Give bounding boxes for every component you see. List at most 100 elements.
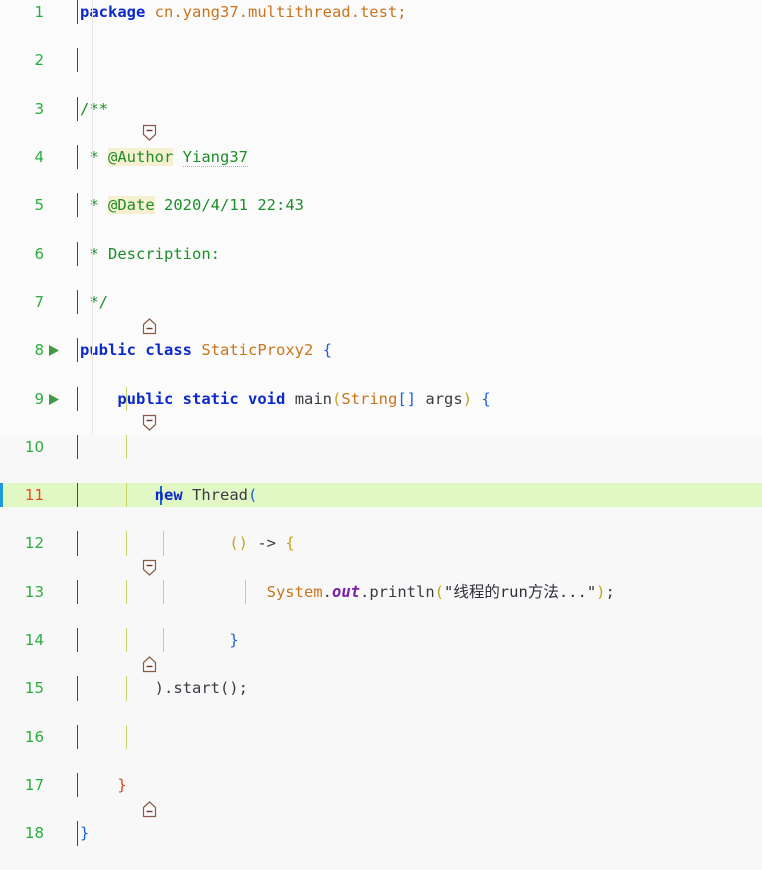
indent-guide xyxy=(126,724,127,749)
token-method-println: println xyxy=(369,582,435,601)
line-number: 14 xyxy=(24,631,44,650)
code-line-13[interactable]: 13 System.out.println("线程的run方法..."); xyxy=(0,579,762,604)
line-number: 5 xyxy=(34,196,44,215)
code-text: * @Date 2020/4/11 22:43 xyxy=(80,193,304,217)
code-text: new Thread( xyxy=(80,483,258,507)
token-keyword-class: class xyxy=(145,341,193,360)
fold-gutter xyxy=(68,241,88,266)
code-text: * @Author Yiang37 xyxy=(80,145,248,169)
code-line-14[interactable]: 14 } xyxy=(0,628,762,673)
token-start-call: ).start(); xyxy=(154,679,248,698)
line-number: 18 xyxy=(24,824,44,843)
token-paren-open: ( xyxy=(332,389,342,408)
run-method-button[interactable] xyxy=(48,387,62,411)
fold-gutter xyxy=(68,338,88,363)
token-paren-open: ( xyxy=(248,486,258,505)
token-brace-open: { xyxy=(322,341,333,360)
fold-gutter[interactable] xyxy=(68,289,157,335)
fold-gutter xyxy=(68,144,88,170)
code-line-7[interactable]: 7 */ xyxy=(0,289,762,335)
run-class-button[interactable] xyxy=(48,338,62,362)
token-brace-open: { xyxy=(481,389,491,408)
token-lambda-parens: () xyxy=(229,534,248,553)
row-background xyxy=(0,725,762,749)
code-text: /** xyxy=(80,97,108,121)
play-triangle-icon xyxy=(49,393,59,405)
token-class-thread: Thread xyxy=(192,486,248,505)
token-paren-close: ) xyxy=(462,389,473,408)
line-number: 9 xyxy=(34,389,44,408)
row-background xyxy=(0,435,762,459)
fold-gutter[interactable] xyxy=(68,96,157,141)
token-comment-star: * xyxy=(80,244,108,263)
token-lambda-arrow: -> xyxy=(257,534,276,553)
token-field-out: out xyxy=(331,582,360,601)
code-text: } xyxy=(80,821,89,845)
token-keyword-void: void xyxy=(248,389,286,408)
token-brace-close: } xyxy=(80,824,90,843)
play-triangle-icon xyxy=(49,345,59,357)
token-package-name: cn.yang37.multithread.test; xyxy=(154,3,407,21)
code-text: */ xyxy=(80,290,108,314)
token-dot: . xyxy=(322,582,332,601)
token-brace-open: { xyxy=(285,534,295,553)
code-text: * Description: xyxy=(80,242,220,266)
code-line-10[interactable]: 10 xyxy=(0,434,762,459)
code-editor[interactable]: 1 package cn.yang37.multithread.test; 2 … xyxy=(0,0,762,846)
gutter-separator xyxy=(92,0,93,435)
token-class-name: StaticProxy2 xyxy=(201,341,314,360)
token-type-string: String xyxy=(341,389,398,408)
token-brackets: [] xyxy=(397,389,417,408)
code-text: () -> { xyxy=(80,531,295,555)
line-number-current: 11 xyxy=(24,486,44,505)
code-text: } xyxy=(80,773,126,797)
code-line-1[interactable]: 1 package cn.yang37.multithread.test; xyxy=(0,0,762,25)
fold-collapse-down-icon[interactable] xyxy=(68,100,157,141)
token-param-args: args xyxy=(425,389,463,408)
code-text: ).start(); xyxy=(80,676,248,700)
code-line-8[interactable]: 8 public class StaticProxy2 { xyxy=(0,338,762,363)
token-javadoc-tag-author: @Author xyxy=(108,147,174,166)
token-keyword-new: new xyxy=(154,486,183,505)
row-background xyxy=(0,821,762,845)
code-line-12[interactable]: 12 () -> { xyxy=(0,531,762,576)
code-line-5[interactable]: 5 * @Date 2020/4/11 22:43 xyxy=(0,193,762,218)
token-author-value: Yiang37 xyxy=(182,147,248,167)
token-string-literal: "线程的run方法..." xyxy=(444,582,597,601)
code-line-18[interactable]: 18 } xyxy=(0,821,762,846)
fold-collapse-down-icon[interactable] xyxy=(68,390,157,431)
token-date-value: 2020/4/11 22:43 xyxy=(164,196,304,215)
token-paren-close: ) xyxy=(596,582,606,601)
code-line-15[interactable]: 15 ).start(); xyxy=(0,676,762,701)
fold-gutter[interactable] xyxy=(68,386,157,431)
code-line-9[interactable]: 9 public static void main(String[] args)… xyxy=(0,386,762,431)
token-brace-close: } xyxy=(229,631,239,650)
fold-gutter xyxy=(68,48,88,73)
code-line-16[interactable]: 16 xyxy=(0,724,762,749)
token-paren-open: ( xyxy=(434,582,444,601)
code-line-11[interactable]: 11 new Thread( xyxy=(0,483,762,508)
indent-guide xyxy=(126,386,127,411)
fold-gutter xyxy=(68,193,88,218)
token-comment-star: * xyxy=(80,147,108,166)
line-number: 13 xyxy=(24,582,44,601)
token-class-system: System xyxy=(266,582,323,601)
line-number: 1 xyxy=(34,3,44,21)
code-line-2[interactable]: 2 xyxy=(0,48,762,73)
code-line-17[interactable]: 17 } xyxy=(0,773,762,818)
fold-collapse-up-icon[interactable] xyxy=(68,293,157,335)
code-line-4[interactable]: 4 * @Author Yiang37 xyxy=(0,144,762,170)
line-number: 10 xyxy=(24,437,44,456)
code-line-6[interactable]: 6 * Description: xyxy=(0,241,762,266)
token-comment-description: Description: xyxy=(108,244,220,263)
token-javadoc-tag-date: @Date xyxy=(108,196,155,215)
line-number: 15 xyxy=(24,679,44,698)
code-text: public class StaticProxy2 { xyxy=(80,338,332,362)
row-background xyxy=(0,48,762,72)
fold-gutter xyxy=(68,724,88,749)
code-line-3[interactable]: 3 /** xyxy=(0,96,762,141)
token-semicolon: ; xyxy=(605,582,615,601)
code-text: } xyxy=(80,628,239,652)
line-number: 6 xyxy=(34,244,44,263)
code-text: public static void main(String[] args) { xyxy=(80,387,491,411)
